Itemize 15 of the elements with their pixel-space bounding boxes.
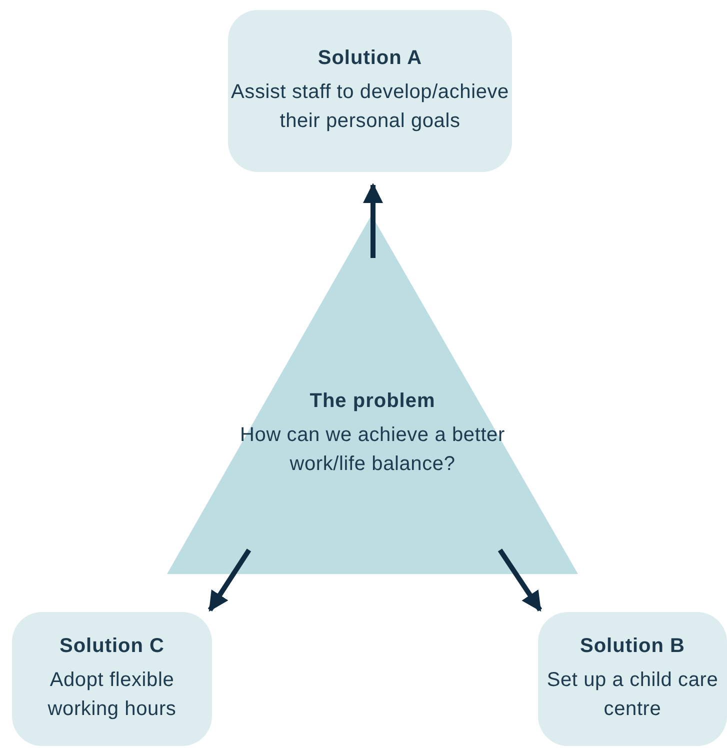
- solution-box: [538, 612, 727, 746]
- solution-box: [228, 10, 512, 172]
- heading: Solution B: [580, 634, 685, 658]
- description: Adopt flexible working hours: [46, 668, 178, 722]
- description: Set up a child care centre: [546, 668, 720, 722]
- problem-triangle: [167, 215, 578, 574]
- arrow: [498, 548, 542, 612]
- heading: Solution C: [60, 634, 164, 658]
- description: How can we achieve a better work/life balance?: [239, 423, 506, 477]
- solution-box: [12, 612, 212, 746]
- heading: The problem: [310, 390, 436, 413]
- arrow: [208, 548, 252, 612]
- heading: Solution A: [318, 46, 422, 70]
- arrow: [363, 183, 383, 258]
- description: Assist staff to develop/achieve their personal goals: [230, 80, 510, 134]
